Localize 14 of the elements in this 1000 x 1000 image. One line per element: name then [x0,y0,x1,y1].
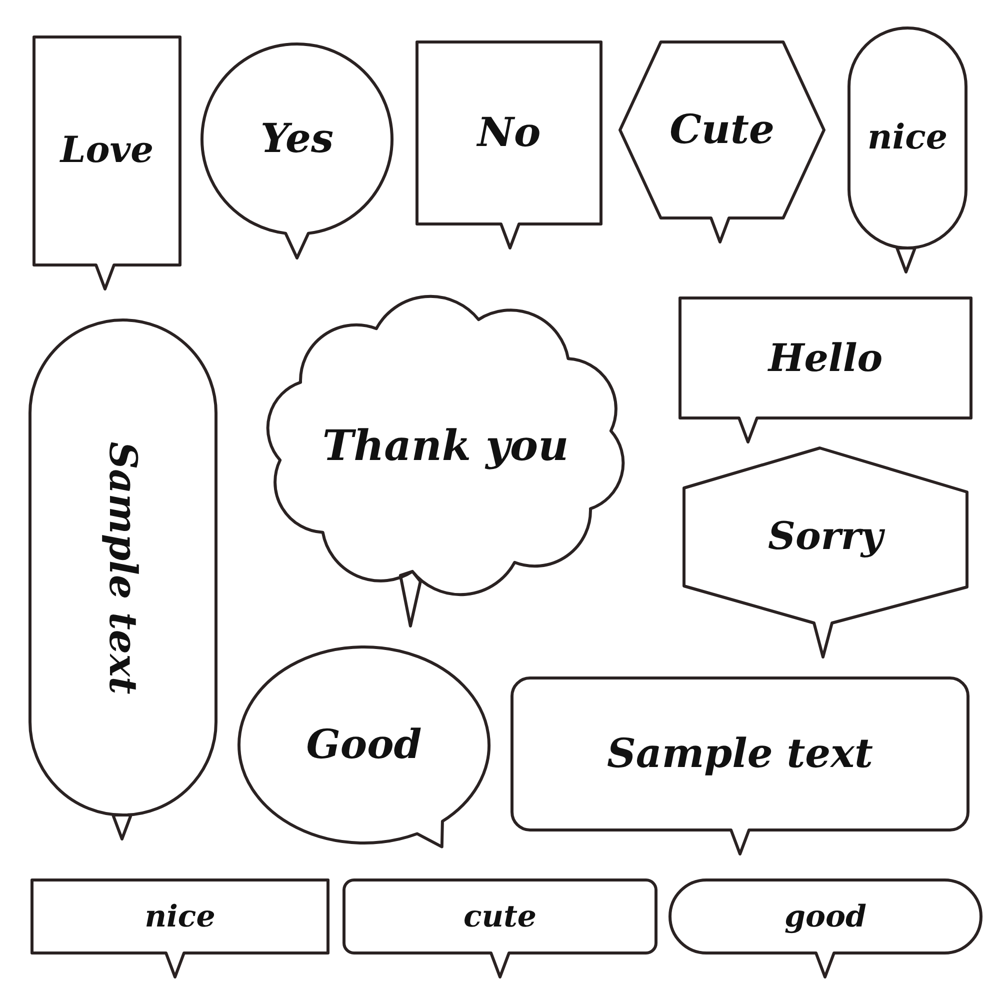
bubble-text: good [784,900,866,933]
bubble-text: Yes [260,117,334,161]
bubble-text: Sorry [768,514,883,556]
bubble-text: Cute [670,108,774,152]
bubble-text: Sample text [102,441,144,694]
bubble-text: nice [144,900,216,933]
bubble-text: Good [306,723,422,767]
bubble-text: nice [868,119,948,157]
bubble-text: No [477,111,541,155]
bubble-text: Love [60,131,154,171]
bubble-text: Hello [768,337,883,379]
bubble-text: Sample text [607,732,873,776]
bubble-text: Thank you [322,422,569,469]
bubble-text: cute [463,900,537,933]
